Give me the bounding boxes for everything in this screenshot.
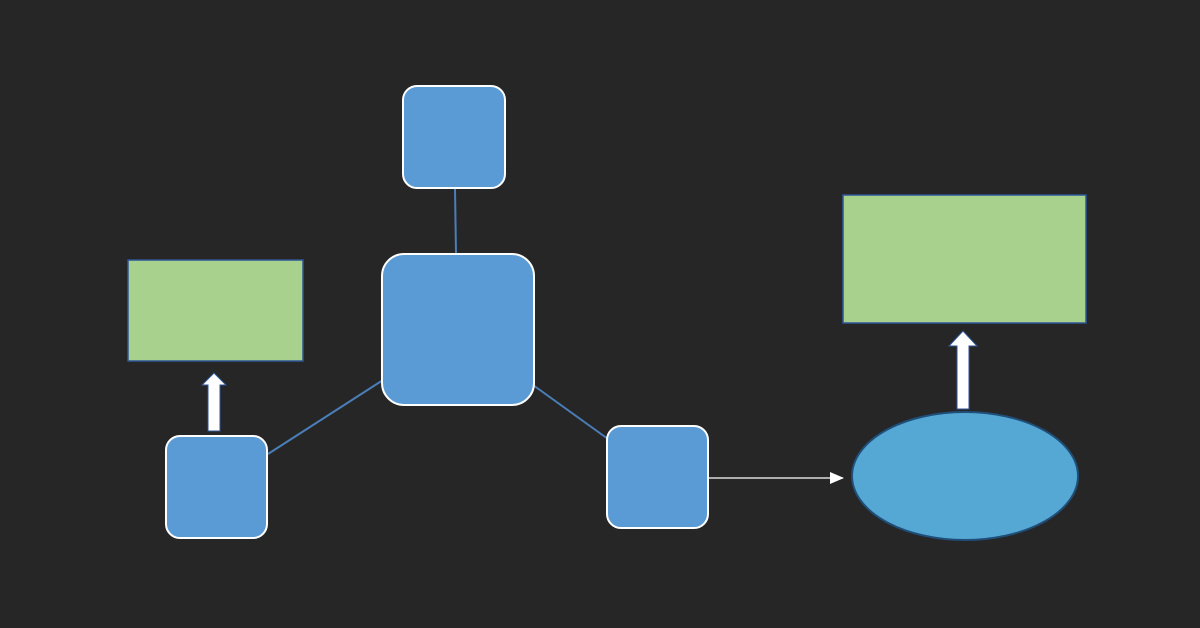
center-node[interactable]	[381, 253, 535, 406]
right-node[interactable]	[606, 425, 709, 529]
block-arrow-left-up	[200, 372, 228, 432]
connector-top-to-center	[454, 187, 457, 255]
top-node[interactable]	[402, 85, 506, 189]
connector-center-to-right	[532, 384, 609, 440]
connector-center-to-left	[267, 379, 384, 455]
block-arrow-right-up	[947, 330, 979, 410]
right-green-box[interactable]	[842, 194, 1087, 324]
left-green-box[interactable]	[127, 259, 304, 362]
ellipse-node[interactable]	[851, 411, 1079, 541]
left-node[interactable]	[165, 435, 268, 539]
